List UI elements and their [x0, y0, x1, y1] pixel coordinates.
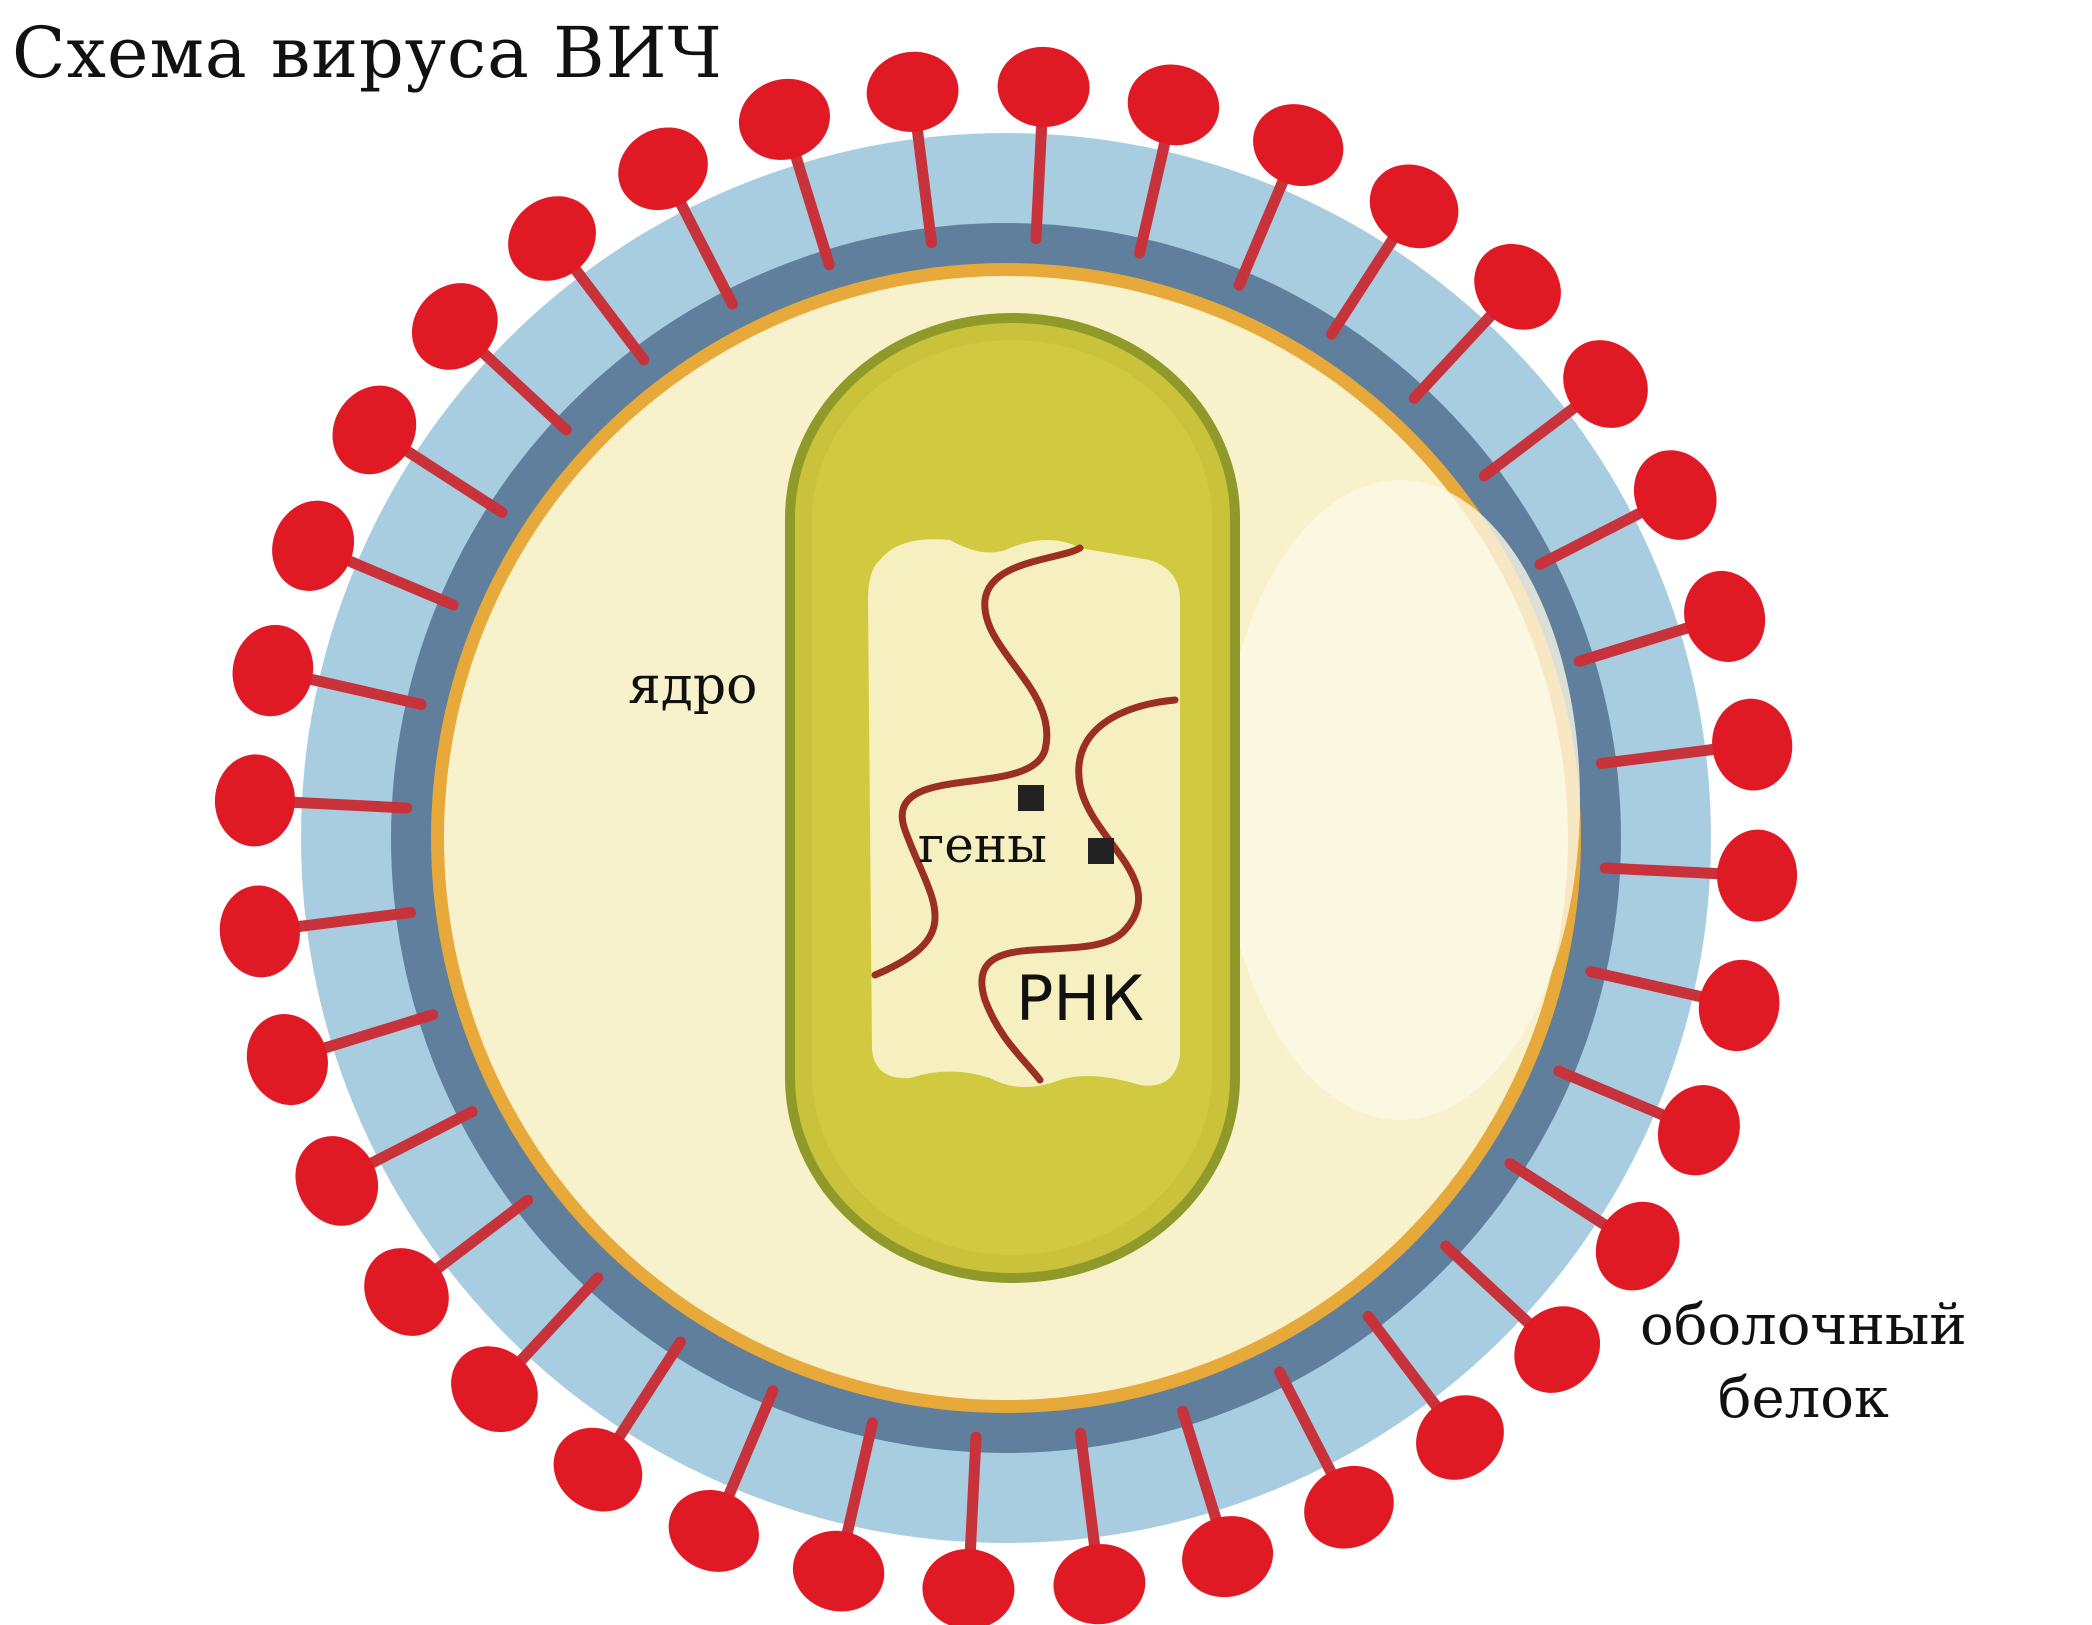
spike-stem — [402, 446, 508, 518]
matrix-light-highlight — [1220, 480, 1580, 1120]
genes-label: гены — [918, 816, 1047, 874]
envelope-spike-heads — [214, 46, 1798, 1625]
envelope-protein-spike — [295, 1136, 379, 1226]
envelope-protein-spike — [1416, 1395, 1504, 1480]
spike-stem — [1478, 402, 1580, 482]
spike-stem — [1408, 310, 1496, 404]
spike-stem — [790, 152, 835, 271]
spike-stem — [1595, 744, 1718, 769]
envelope-protein-spike — [1253, 104, 1344, 187]
diagram-title: Схема вируса ВИЧ — [12, 12, 723, 94]
spike-stem — [1326, 234, 1398, 340]
envelope-protein-spike — [1717, 829, 1798, 922]
spike-stem — [320, 1009, 439, 1054]
spike-stem — [912, 126, 937, 249]
spike-stem — [614, 1336, 686, 1442]
rna-strand-right — [978, 696, 1179, 1084]
spike-stem — [841, 1417, 878, 1538]
envelope-protein-spike — [1053, 1544, 1146, 1625]
envelope-protein-spike — [1369, 164, 1459, 249]
spike-stem — [675, 198, 738, 310]
envelope-protein-spike — [411, 283, 498, 370]
envelope-protein-spike — [219, 885, 300, 978]
envelope-protein-spike — [1633, 450, 1717, 540]
spike-stem — [964, 1431, 982, 1555]
spike-stem — [723, 1385, 779, 1500]
spike-stem — [1075, 1427, 1100, 1550]
spike-stem — [366, 1106, 478, 1169]
envelope-protein-spike — [214, 754, 295, 847]
envelope-protein-spike — [997, 46, 1090, 127]
envelope-protein-spike — [1182, 1516, 1274, 1598]
rna-label: РНК — [1016, 962, 1145, 1035]
spike-stem — [516, 1272, 604, 1366]
spike-stem — [1233, 176, 1289, 291]
spike-stem — [1585, 966, 1706, 1003]
spike-stem — [1362, 1310, 1442, 1412]
spike-stem — [1177, 1405, 1222, 1524]
spike-stem — [1504, 1158, 1610, 1230]
spike-stem — [306, 673, 427, 710]
envelope-protein-spike — [1563, 340, 1648, 428]
envelope-protein-spike — [232, 624, 314, 717]
spike-stem — [1274, 1366, 1337, 1478]
envelope-protein-spike — [1595, 1201, 1680, 1291]
spike-stem — [344, 555, 459, 611]
envelope-protein-spike — [1657, 1085, 1740, 1176]
gene-marker — [1018, 785, 1044, 811]
envelope-protein-label: оболочный белок — [1640, 1290, 1967, 1436]
envelope-protein-spike — [332, 385, 417, 475]
envelope-protein-spike — [1474, 243, 1561, 330]
envelope-protein-spike — [922, 1549, 1015, 1625]
gene-marker — [1088, 838, 1114, 864]
envelope-protein-spike — [866, 51, 959, 132]
envelope-protein-spike — [1712, 698, 1793, 791]
spike-stem — [478, 348, 572, 436]
spike-stem — [1440, 1240, 1534, 1328]
envelope-protein-spike — [1514, 1306, 1601, 1393]
envelope-protein-spike — [738, 78, 830, 160]
spike-stem — [432, 1194, 534, 1274]
rna-strand-left — [871, 544, 1084, 979]
envelope-protein-spike — [364, 1248, 449, 1336]
envelope-protein-spike — [1304, 1465, 1394, 1549]
envelope-protein-spike — [451, 1346, 538, 1433]
spike-stem — [1599, 862, 1723, 880]
envelope-protein-spike — [1698, 959, 1780, 1052]
spike-stem — [1134, 138, 1171, 259]
spike-stem — [1573, 622, 1692, 667]
spike-stem — [294, 907, 417, 932]
core-inner-region — [868, 539, 1180, 1088]
spike-stem — [570, 264, 650, 366]
nucleus-label: ядро — [628, 656, 758, 716]
envelope-protein-spike — [1684, 570, 1766, 662]
envelope-protein-spike — [246, 1014, 328, 1106]
envelope-protein-label-line1: оболочный — [1640, 1293, 1967, 1358]
spike-stem — [1553, 1065, 1668, 1121]
envelope-protein-spike — [1127, 64, 1220, 146]
spike-stem — [1030, 121, 1048, 245]
envelope-protein-spike — [668, 1489, 759, 1572]
spike-stem — [1534, 507, 1646, 570]
envelope-protein-spike — [508, 196, 596, 281]
envelope-protein-spike — [792, 1530, 885, 1612]
spike-stem — [289, 796, 413, 814]
envelope-protein-label-line2: белок — [1717, 1365, 1889, 1431]
envelope-protein-spike — [553, 1427, 643, 1512]
envelope-protein-spike — [618, 127, 708, 211]
envelope-protein-spike — [272, 500, 355, 591]
